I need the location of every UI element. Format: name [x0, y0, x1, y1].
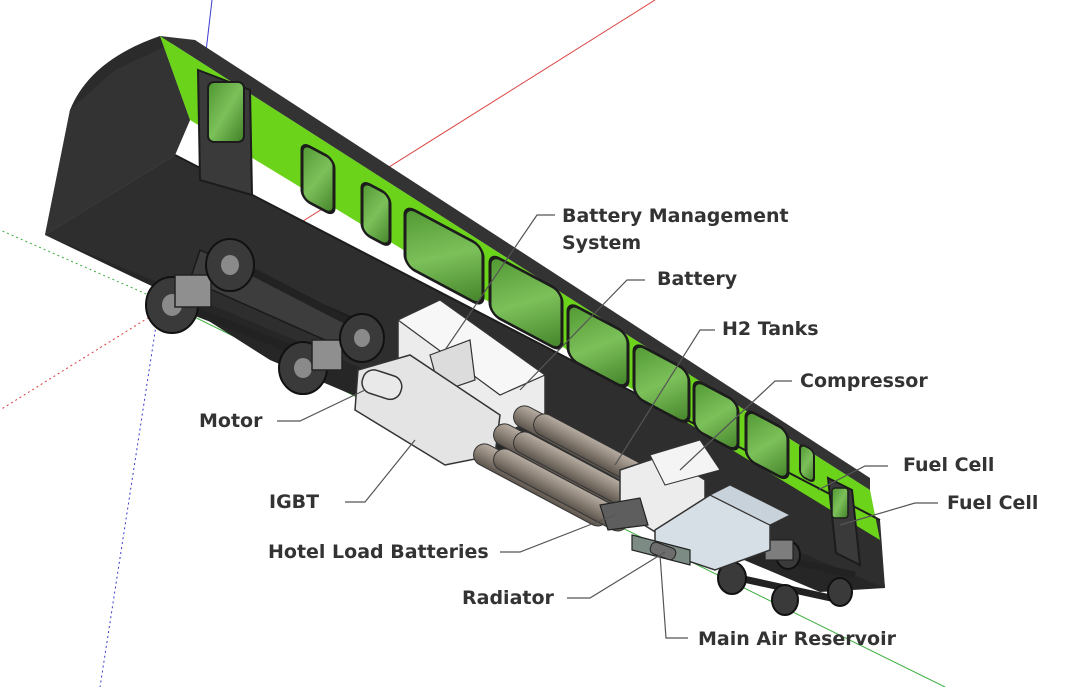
- label-motor: Motor: [199, 410, 263, 432]
- window: [360, 181, 392, 246]
- label-bms-line1: Battery Management: [562, 205, 789, 227]
- door-front: [196, 68, 254, 197]
- label-hotel-load-batteries: Hotel Load Batteries: [268, 541, 489, 563]
- label-bms-line2: System: [562, 232, 642, 254]
- axis-green-dotted: [0, 229, 161, 301]
- label-fuel-cell-2: Fuel Cell: [947, 492, 1039, 514]
- label-bms: Battery Management System: [562, 203, 789, 257]
- leader-igbt: [345, 439, 416, 503]
- window: [403, 207, 485, 305]
- leader-fuel-cell-1: [817, 465, 888, 491]
- body-roof-edge: [160, 36, 870, 490]
- leader-motor: [277, 389, 366, 422]
- leader-lines: [277, 214, 938, 639]
- leader-hotel: [500, 514, 616, 553]
- leader-radiator: [567, 551, 666, 599]
- label-h2-tanks: H2 Tanks: [722, 318, 819, 340]
- leader-h2-tanks: [614, 329, 715, 466]
- window: [692, 380, 740, 451]
- window: [300, 144, 336, 215]
- axis-blue-dotted: [99, 299, 161, 688]
- air-reservoir: [649, 541, 677, 561]
- label-fuel-cell-1: Fuel Cell: [903, 454, 995, 476]
- label-compressor: Compressor: [800, 370, 928, 392]
- windows: [300, 144, 815, 482]
- bogie-rear: [717, 539, 856, 616]
- hotel-batteries: [599, 497, 649, 531]
- label-battery: Battery: [657, 268, 738, 290]
- window: [799, 444, 815, 482]
- leader-battery: [519, 279, 645, 391]
- axis-red-dotted: [0, 269, 226, 411]
- motor-body: [361, 369, 403, 401]
- window: [632, 344, 691, 424]
- label-igbt: IGBT: [269, 491, 320, 513]
- body-end-face: [45, 36, 190, 235]
- leader-compressor: [679, 380, 792, 471]
- label-main-air-reservoir: Main Air Reservoir: [698, 628, 896, 650]
- window: [744, 410, 790, 480]
- wheel: [827, 577, 853, 607]
- door-rear: [826, 476, 862, 567]
- leader-fuel-cell-2: [839, 502, 938, 526]
- label-radiator: Radiator: [462, 587, 554, 609]
- leader-air-reservoir: [659, 554, 688, 639]
- equipment: [354, 299, 792, 571]
- h2-tanks: [473, 405, 670, 532]
- wheel: [771, 584, 799, 616]
- leader-bms: [444, 214, 555, 351]
- bogie-front: [145, 238, 385, 395]
